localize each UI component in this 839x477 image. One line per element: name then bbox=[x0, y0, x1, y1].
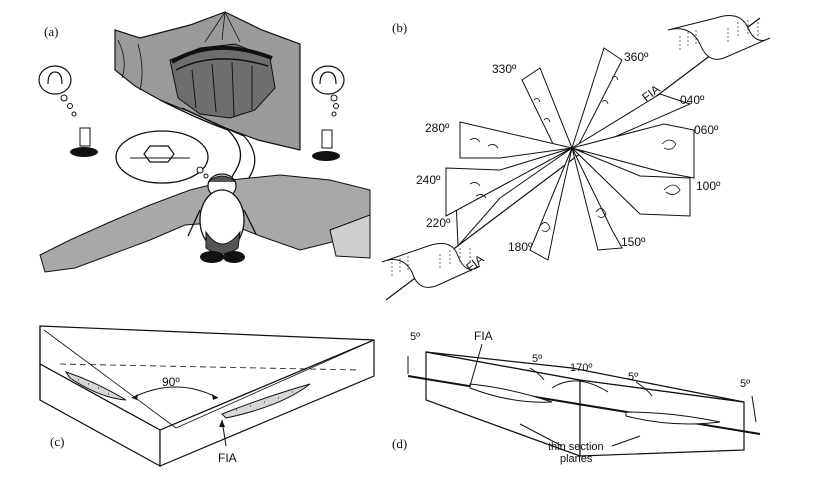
porphyroblast-right bbox=[221, 383, 311, 419]
plane-fabric-marks bbox=[469, 76, 681, 232]
fia-pointer-d bbox=[469, 343, 483, 387]
angle-arrows-d bbox=[407, 356, 757, 423]
plane-100 bbox=[571, 147, 691, 217]
porphyroblast-left bbox=[64, 371, 127, 401]
angle-label-d-5: 5º bbox=[740, 378, 750, 390]
fia-label-d: FIA bbox=[474, 329, 493, 343]
angle-label-d-3: 170º bbox=[570, 362, 592, 374]
angle-label-150: 150º bbox=[621, 235, 646, 249]
plane-280 bbox=[459, 121, 573, 159]
angle-label-d-1: 5º bbox=[410, 331, 420, 343]
thought-bubble-center bbox=[115, 130, 209, 184]
panel-c-letter: (c) bbox=[50, 434, 64, 449]
plane-150 bbox=[571, 147, 623, 251]
panel-c: (c) 90º FIA bbox=[39, 325, 375, 468]
angle-label-280: 280º bbox=[425, 121, 450, 135]
mountain-outcrop bbox=[114, 11, 301, 151]
right-observer bbox=[311, 65, 345, 161]
thin-section-pointers bbox=[519, 423, 641, 447]
panel-a: (a) bbox=[38, 11, 371, 273]
porphyroblast-d-right bbox=[625, 411, 721, 425]
panel-a-letter: (a) bbox=[44, 24, 58, 39]
angle-label-330: 330º bbox=[492, 62, 517, 76]
angle-label-d-4: 5º bbox=[628, 371, 638, 383]
angle-label-d-2: 5º bbox=[532, 353, 542, 365]
panel-d: (d) FIA 5º 5º 170º 5º 5º bbox=[392, 329, 761, 465]
plane-180 bbox=[529, 147, 573, 261]
porphyroblast-d-left bbox=[469, 383, 553, 403]
thin-section-label-line2: planes bbox=[560, 453, 593, 465]
panel-d-letter: (d) bbox=[392, 436, 407, 451]
panel-b: (b) bbox=[381, 15, 771, 301]
angle-label-220: 220º bbox=[426, 216, 451, 230]
angle-label-040: 040º bbox=[680, 93, 705, 107]
fold-hinge-upper bbox=[667, 15, 771, 60]
plane-060 bbox=[570, 123, 695, 179]
left-observer bbox=[38, 65, 98, 157]
thin-section-label-line1: thin section bbox=[548, 441, 604, 453]
fia-label-c: FIA bbox=[218, 451, 237, 465]
angle-label-060: 060º bbox=[694, 123, 719, 137]
panel-b-letter: (b) bbox=[392, 20, 407, 35]
angle-label-240: 240º bbox=[416, 173, 441, 187]
fia-pointer-c bbox=[219, 419, 227, 447]
right-angle-arc bbox=[131, 386, 219, 400]
geologist-figure bbox=[187, 173, 257, 263]
fia-line-d bbox=[407, 375, 761, 435]
wedge-block bbox=[39, 325, 375, 468]
radial-section-planes bbox=[445, 47, 695, 261]
plane-240 bbox=[445, 147, 573, 217]
angle-label-100: 100º bbox=[696, 179, 721, 193]
angle-label-360: 360º bbox=[624, 50, 649, 64]
angle-label-180: 180º bbox=[508, 240, 533, 254]
angle-label-90: 90º bbox=[162, 375, 180, 389]
fold-hinge-lower bbox=[381, 243, 481, 288]
